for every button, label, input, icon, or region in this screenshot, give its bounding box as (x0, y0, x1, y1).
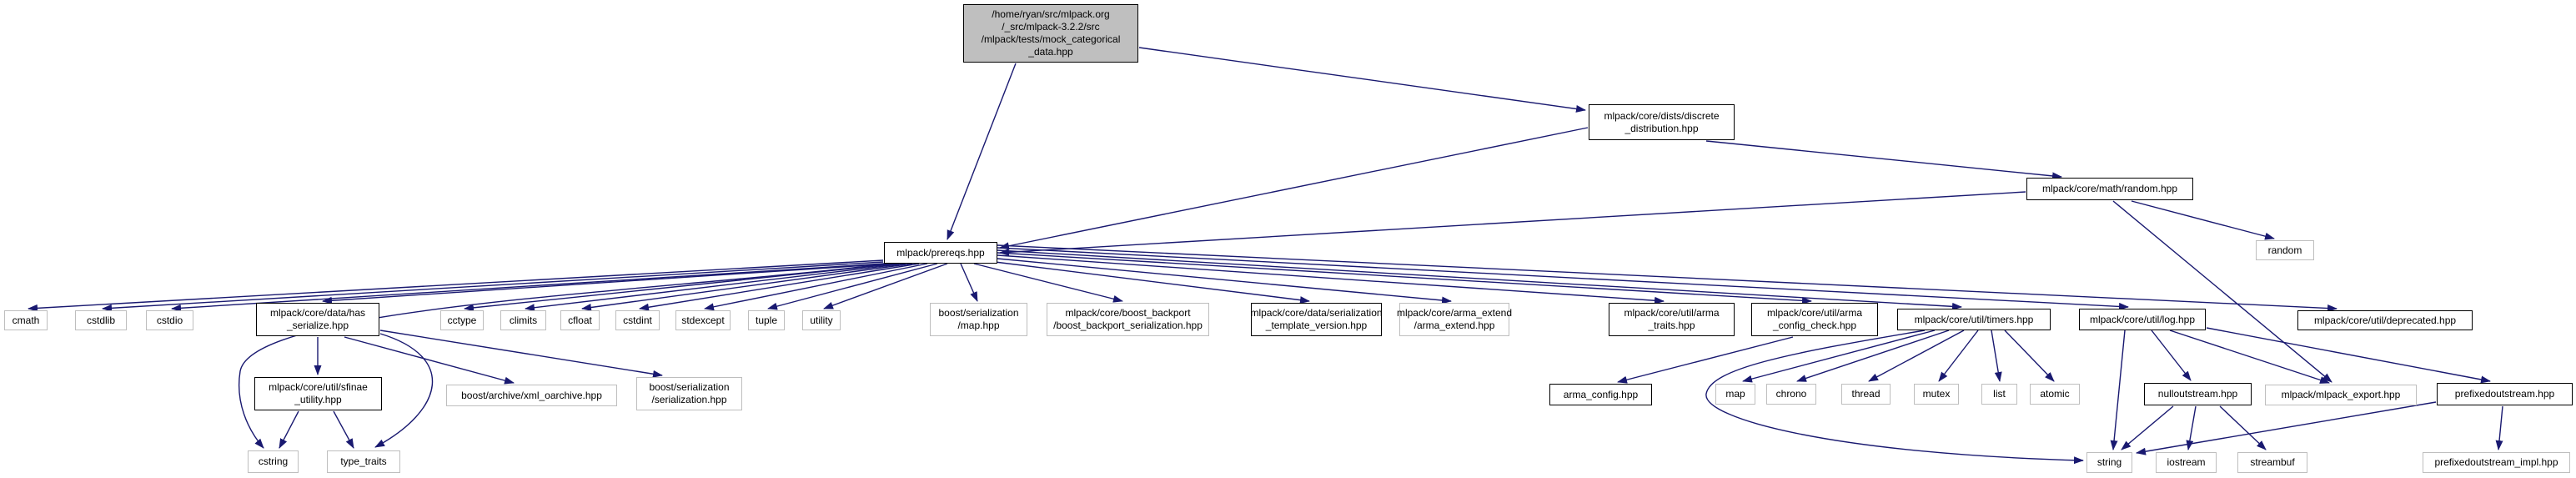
node-boost-serialization-map: boost/serialization /map.hpp (930, 303, 1027, 336)
node-prereqs[interactable]: mlpack/prereqs.hpp (884, 242, 997, 264)
edge-randomhpp-to-mexport (2112, 200, 2332, 383)
edge-prereqs-to-configcheck (997, 252, 1812, 304)
edge-prereqs-to-utility (823, 263, 948, 309)
edge-configcheck-to-armaconfig (1617, 336, 1794, 384)
edge-prereqs-to-cstdio (171, 263, 885, 312)
node-cctype: cctype (440, 310, 484, 330)
node-nulloutstream[interactable]: nulloutstream.hpp (2144, 383, 2252, 405)
edge-log-to-mexport (2169, 330, 2330, 384)
node-mutex: mutex (1914, 384, 1959, 405)
edge-prereqs-to-log (997, 247, 2129, 310)
node-streambuf: streambuf (2237, 452, 2307, 473)
edge-mock-to-discrete (1138, 47, 1586, 113)
edge-prereqs-to-cstdlib (102, 261, 884, 312)
node-arma-extend: mlpack/core/arma_extend /arma_extend.hpp (1397, 303, 1512, 336)
edge-sfinae-to-cstring (279, 410, 299, 449)
node-type-traits: type_traits (327, 450, 400, 473)
node-mock-categorical-data: /home/ryan/src/mlpack.org /_src/mlpack-3… (963, 4, 1138, 63)
edge-discrete-to-prereqs (999, 127, 1589, 250)
edge-prereqs-to-cstdint (639, 263, 920, 311)
edge-prereqs-to-stdexcept (704, 263, 928, 311)
node-map: map (1715, 384, 1755, 405)
edge-sfinae-to-typetraits (333, 410, 354, 449)
edge-prereqs-to-climits (525, 263, 906, 312)
edge-log-to-nullout (2151, 330, 2192, 381)
node-atomic: atomic (2030, 384, 2080, 405)
edge-prefixout-to-string (2136, 401, 2437, 455)
node-arma-traits[interactable]: mlpack/core/util/arma _traits.hpp (1609, 303, 1735, 336)
edge-prereqs-to-boostmap (960, 263, 978, 302)
node-mlpack-export: mlpack/mlpack_export.hpp (2265, 385, 2417, 405)
edge-prereqs-to-has-serialize (322, 263, 893, 304)
node-has-serialize[interactable]: mlpack/core/data/has _serialize.hpp (256, 303, 379, 336)
edge-prereqs-to-backport (973, 263, 1123, 303)
edge-timers-to-string (1705, 330, 2084, 465)
edge-timers-to-thread (1868, 330, 1965, 382)
edge-timers-to-list (1991, 330, 2002, 382)
node-arma-config[interactable]: arma_config.hpp (1549, 384, 1652, 405)
node-cstdint: cstdint (615, 310, 660, 330)
edge-prereqs-to-armatraits (997, 254, 1665, 304)
node-cstdlib: cstdlib (75, 310, 127, 330)
edge-prereqs-to-cmath (28, 259, 884, 312)
edge-timers-to-map (1742, 330, 1936, 383)
node-deprecated[interactable]: mlpack/core/util/deprecated.hpp (2297, 310, 2473, 330)
node-random-hpp[interactable]: mlpack/core/math/random.hpp (2026, 178, 2193, 200)
edge-prereqs-to-cfloat (581, 263, 913, 311)
edge-nullout-to-streambuf (2219, 405, 2267, 450)
node-arma-config-check[interactable]: mlpack/core/util/arma _config_check.hpp (1751, 303, 1878, 336)
node-cstdio: cstdio (146, 310, 193, 330)
edge-prereqs-to-tuple (767, 263, 938, 310)
edge-mock-to-prereqs (947, 63, 1017, 240)
node-discrete-distribution[interactable]: mlpack/core/dists/discrete _distribution… (1589, 104, 1735, 140)
node-cmath: cmath (4, 310, 48, 330)
node-utility: utility (802, 310, 841, 330)
node-xml-oarchive: boost/archive/xml_oarchive.hpp (446, 385, 617, 406)
edge-randomhpp-to-random (2131, 200, 2275, 240)
edge-timers-to-chrono (1796, 330, 1950, 382)
node-iostream: iostream (2156, 452, 2217, 473)
edge-prereqs-to-serialtv (994, 261, 1310, 304)
node-chrono: chrono (1766, 384, 1816, 405)
node-tuple: tuple (748, 310, 785, 330)
node-timers[interactable]: mlpack/core/util/timers.hpp (1897, 309, 2051, 330)
edge-prereqs-to-deprecated (997, 244, 2337, 312)
edge-timers-to-atomic (2004, 330, 2055, 382)
edge-timers-to-mutex (1938, 330, 1979, 382)
edge-prereqs-to-cctype (464, 263, 900, 312)
node-stdexcept: stdexcept (675, 310, 731, 330)
node-boost-backport-serialization: mlpack/core/boost_backport /boost_backpo… (1047, 303, 1209, 336)
edge-has-serialize-to-xmloarchive (344, 336, 515, 385)
edge-prereqs-to-timers (997, 249, 1962, 310)
edge-log-to-string (2110, 330, 2126, 450)
edge-has-serialize-to-typetraits (374, 333, 433, 448)
node-thread: thread (1841, 384, 1891, 405)
edge-nullout-to-iostream (2186, 405, 2197, 450)
edge-prefixout-to-prefiximpl (2495, 405, 2503, 450)
node-prefixedoutstream-impl: prefixedoutstream_impl.hpp (2423, 452, 2570, 473)
edge-discrete-to-randomhpp (1705, 140, 2062, 180)
node-climits: climits (500, 310, 546, 330)
edge-nullout-to-string (2121, 405, 2174, 450)
edge-prereqs-to-armaext (997, 258, 1452, 304)
node-serialization-template-version[interactable]: mlpack/core/data/serialization _template… (1250, 303, 1383, 336)
edge-randomhpp-to-prereqs (999, 191, 2026, 256)
edge-log-to-prefixout (2206, 327, 2491, 384)
node-boost-serialization: boost/serialization /serialization.hpp (636, 377, 742, 410)
node-cstring: cstring (248, 450, 299, 473)
node-prefixedoutstream[interactable]: prefixedoutstream.hpp (2437, 383, 2573, 405)
node-string: string (2086, 452, 2132, 473)
node-sfinae-utility[interactable]: mlpack/core/util/sfinae _utility.hpp (254, 377, 382, 410)
node-cfloat: cfloat (560, 310, 600, 330)
node-list: list (1981, 384, 2017, 405)
node-log[interactable]: mlpack/core/util/log.hpp (2079, 309, 2206, 330)
node-random: random (2256, 240, 2314, 260)
edge-has-serialize-to-boostserial (379, 330, 663, 378)
